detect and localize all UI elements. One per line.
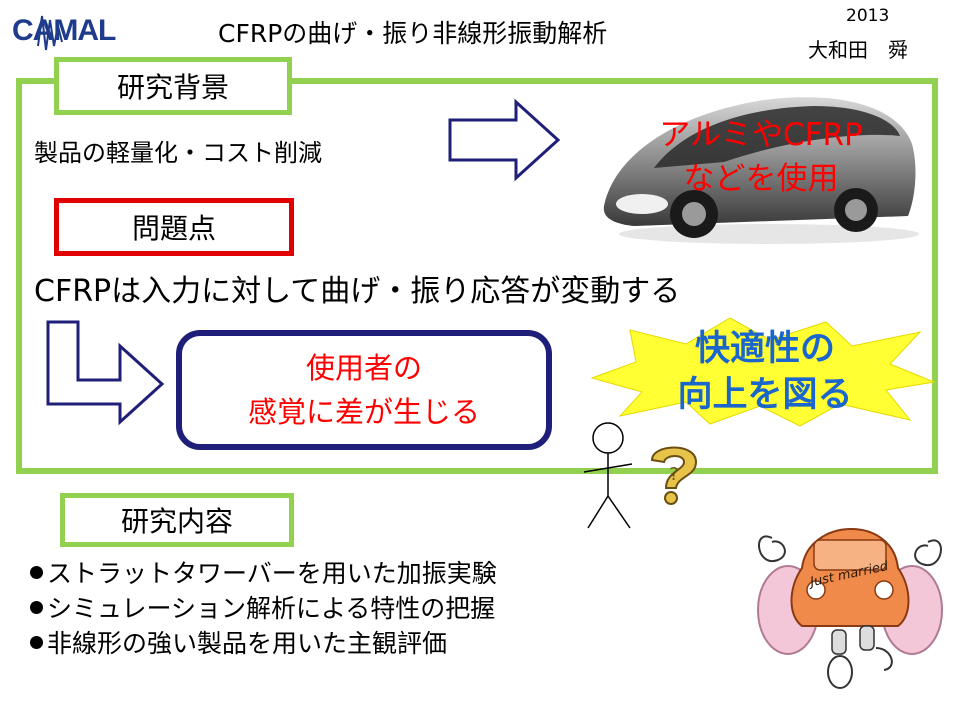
page-title: CFRPの曲げ・振り非線形振動解析 [218,19,608,48]
problem-heading: 問題点 [54,198,294,256]
research-heading-text: 研究内容 [120,505,233,538]
author-name: 大和田 舜 [808,38,908,62]
background-section-frame [16,78,938,474]
background-text: 製品の軽量化・コスト削減 [34,139,322,167]
question-mark-icon: ? [650,446,698,505]
goal-text: 快適性の 向上を図る [677,329,853,415]
stick-figure-icon [583,422,633,529]
list-item: シミュレーション解析による特性の把握 [30,591,497,626]
just-married-car-clipart: Just married [757,528,943,689]
background-heading-text: 研究背景 [116,71,229,104]
research-list: ストラットタワーバーを用いた加振実験 シミュレーション解析による特性の把握 非線… [30,556,497,661]
car-caption: アルミやCFRP などを使用 [659,117,863,197]
problem-text: CFRPは入力に対して曲げ・振り応答が変動する [34,274,681,309]
background-heading: 研究背景 [54,57,292,115]
consequence-box: 使用者の 感覚に差が生じる [176,330,552,450]
bullet-icon [30,565,43,579]
question-mark-text: ? [669,464,679,485]
concept-car-image [603,97,919,244]
bullet-icon [30,600,43,614]
research-heading: 研究内容 [60,493,294,547]
list-item: 非線形の強い製品を用いた主観評価 [30,626,497,661]
bullet-icon [30,635,43,649]
consequence-text: 使用者の 感覚に差が生じる [247,351,480,429]
bent-arrow-icon [46,320,165,426]
logo-text: CAMAL [12,14,116,47]
camal-logo: CAMAL [12,14,117,51]
list-item: ストラットタワーバーを用いた加振実験 [30,556,497,591]
year-label: 2013 [846,6,890,26]
problem-heading-text: 問題点 [131,212,216,245]
right-arrow-icon [448,98,561,182]
explosion-burst [590,317,936,427]
